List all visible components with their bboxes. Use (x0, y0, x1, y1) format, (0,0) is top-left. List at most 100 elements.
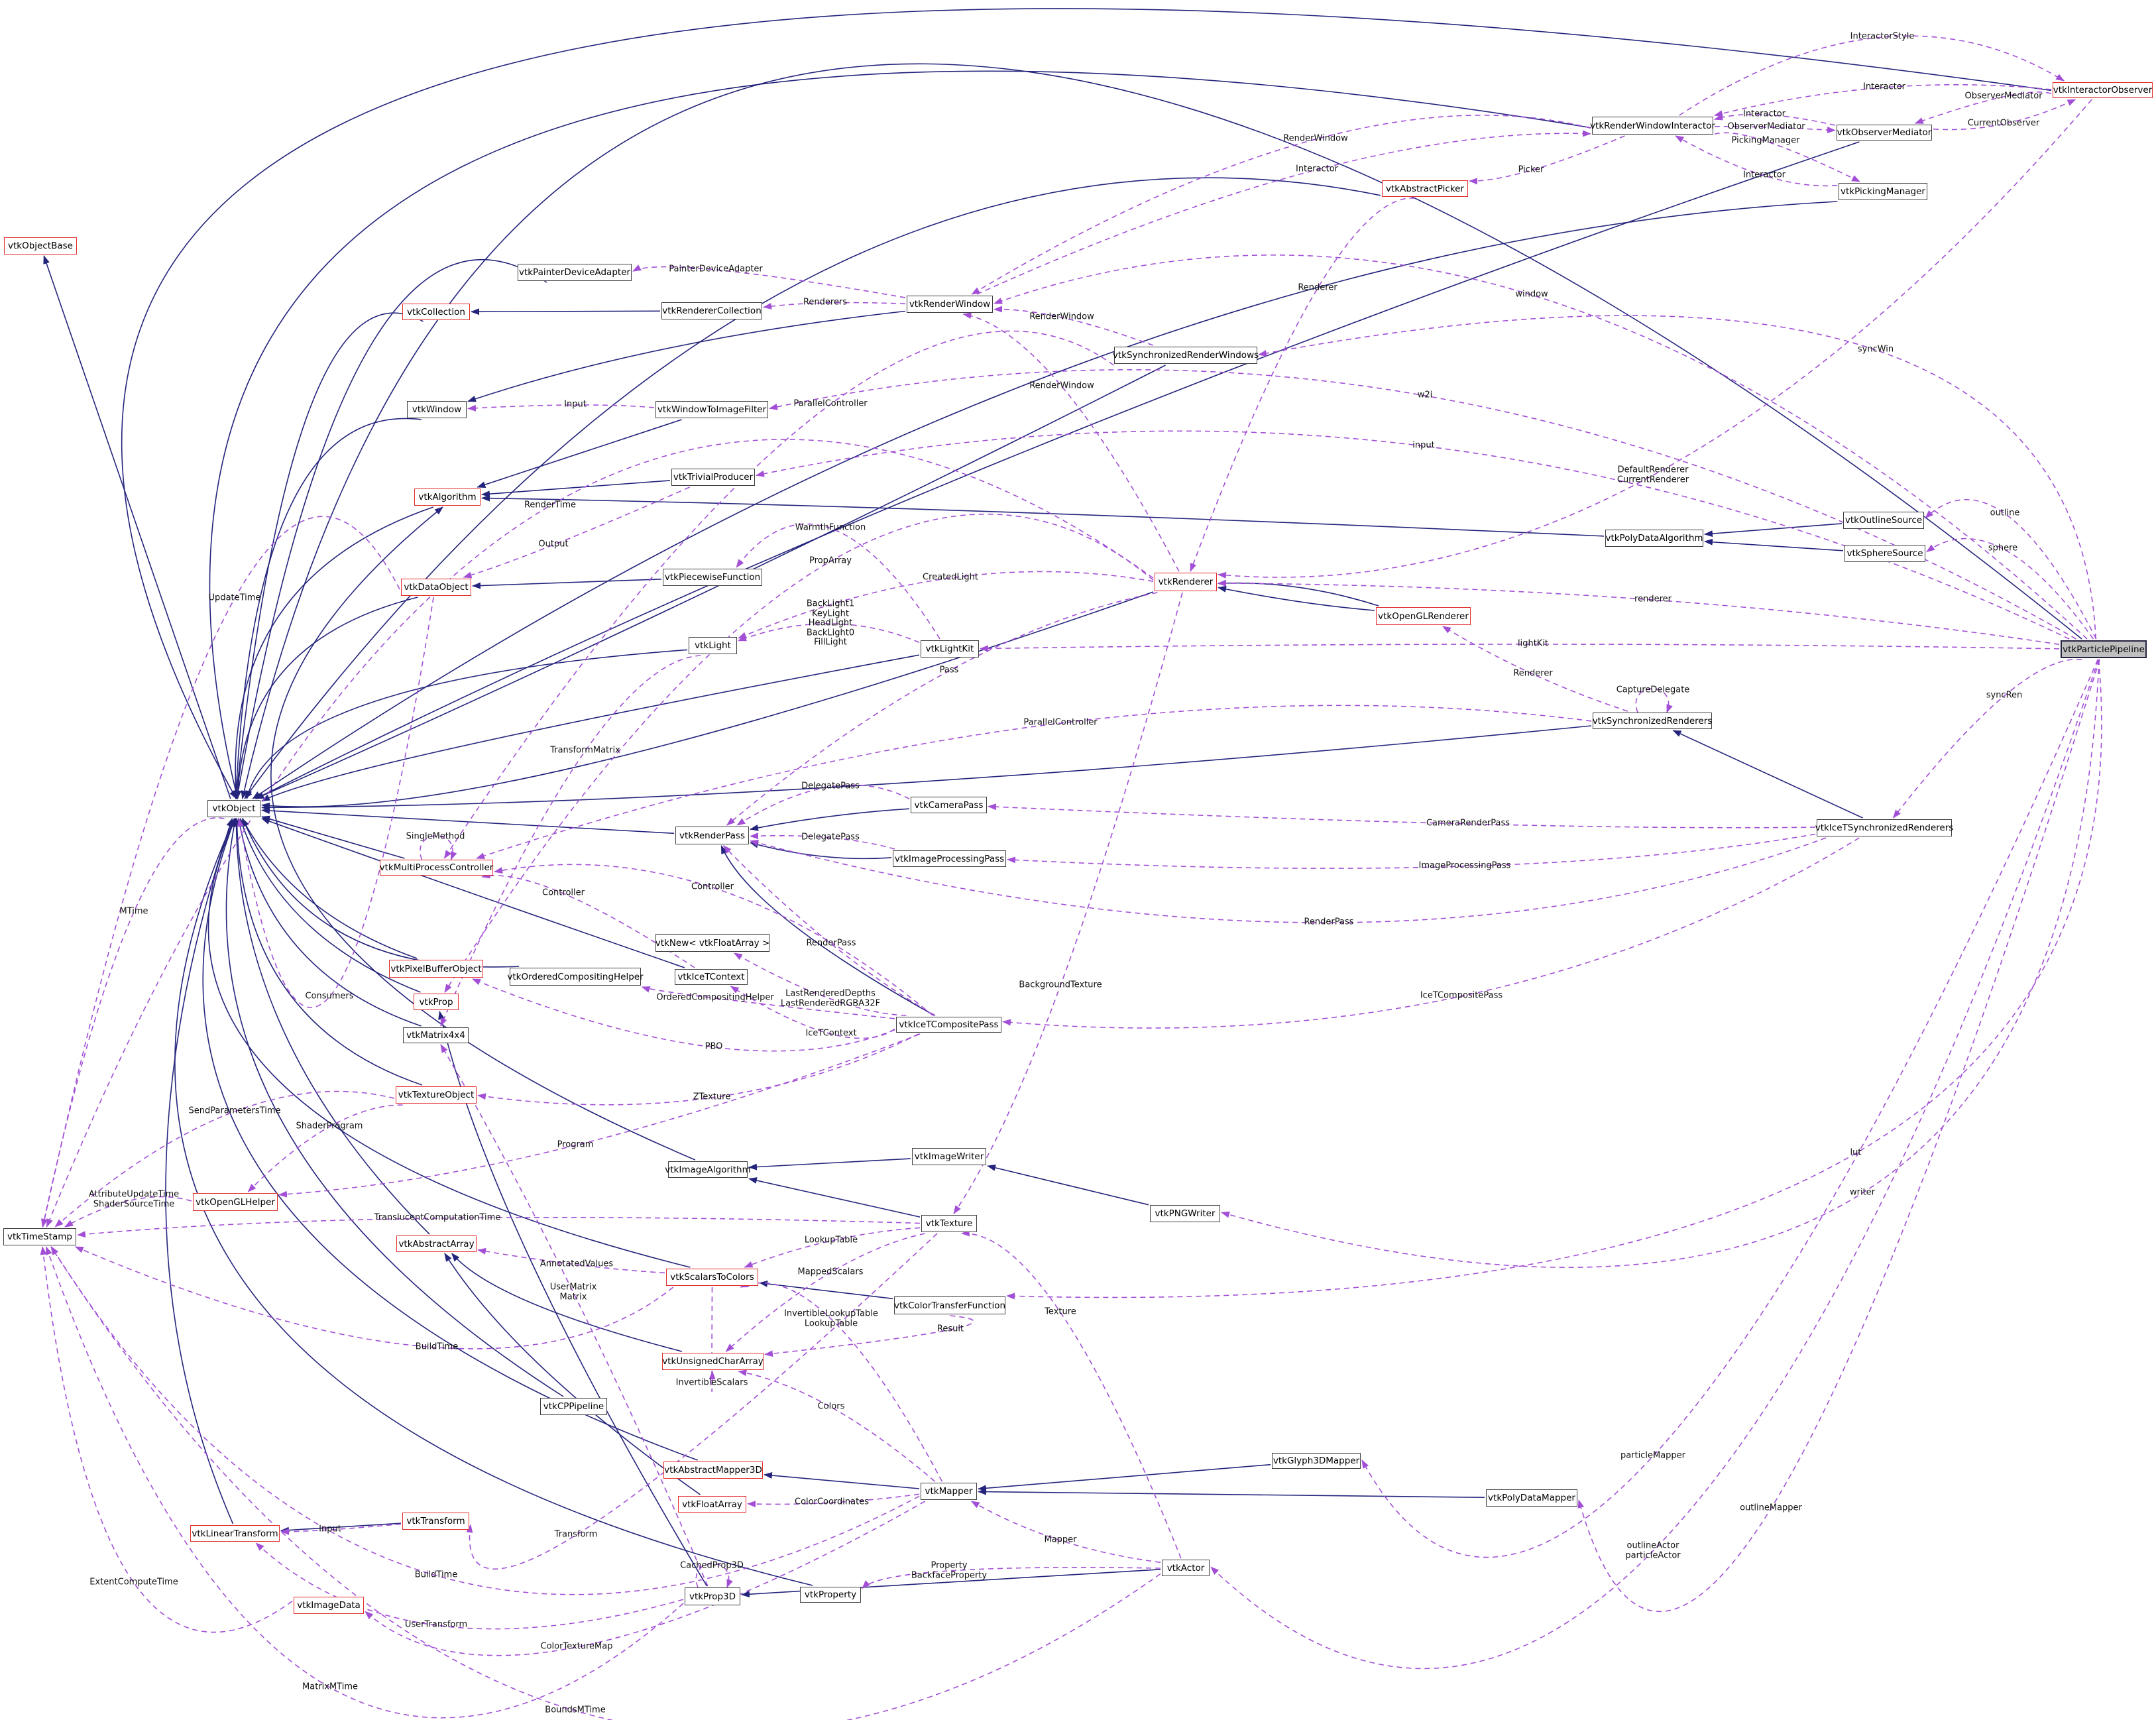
node-vtkSynchronizedRenderers[interactable]: vtkSynchronizedRenderers (1593, 713, 1712, 729)
node-vtkRenderer[interactable]: vtkRenderer (1155, 573, 1217, 591)
node-vtkAbstractMapper3D[interactable]: vtkAbstractMapper3D (663, 1462, 763, 1479)
edge-vtkMatrix4x4-vtkObject (237, 818, 422, 1027)
node-vtkScalarsToColors[interactable]: vtkScalarsToColors (666, 1269, 758, 1286)
edge-vtkMapper-vtkImageData-ColorTextureMap (365, 1501, 926, 1656)
node-vtkGlyph3DMapper[interactable]: vtkGlyph3DMapper (1272, 1453, 1361, 1469)
node-vtkProp3D[interactable]: vtkProp3D (685, 1587, 740, 1605)
edge-vtkRenderWindow-vtkWindow (467, 310, 906, 402)
edge-vtkOpenGLHelper-vtkTimeStamp-AttributeUpdateTime (64, 1196, 192, 1228)
edge-vtkIceTSynchronizedRenderers-vtkCameraPass-CameraRenderPass (988, 803, 1816, 829)
edge-vtkTextureObject-vtkTimeStamp-SendParametersTime (54, 1090, 395, 1228)
edge-vtkLightKit-vtkPiecewiseFunction-WarmthFunction (736, 523, 940, 640)
edge-vtkAbstractArray-vtkObject (233, 818, 430, 1235)
edge-vtkTexture-vtkScalarsToColors-LookupTable (744, 1227, 921, 1268)
node-vtkTexture[interactable]: vtkTexture (921, 1215, 977, 1232)
edge-vtkParticlePipeline-vtkPolyDataMapper-outlineMapper (1577, 659, 2100, 1613)
edge-vtkParticlePipeline-vtkActor-outlineActor (1210, 659, 2100, 1669)
node-vtkRenderPass[interactable]: vtkRenderPass (675, 827, 749, 844)
edge-vtkInteractorObserver-vtkObject (121, 8, 2052, 799)
node-vtkPolyDataAlgorithm[interactable]: vtkPolyDataAlgorithm (1605, 530, 1703, 547)
edge-vtkLightKit-vtkObject (261, 654, 920, 802)
edge-vtkInteractorObserver-vtkRenderWindowInteractor-Interactor (1714, 84, 2052, 117)
node-vtkTextureObject[interactable]: vtkTextureObject (396, 1086, 477, 1104)
edge-vtkTransform-vtkLinearTransform (280, 1522, 402, 1534)
node-vtkIceTCompositePass[interactable]: vtkIceTCompositePass (896, 1017, 1001, 1033)
node-vtkAbstractPicker[interactable]: vtkAbstractPicker (1382, 180, 1468, 197)
edge-vtkProp3D-vtkLinearTransform-UserTransform (255, 1542, 684, 1630)
edge-vtkWindowToImageFilter-vtkAlgorithm (477, 419, 682, 488)
node-vtkTrivialProducer[interactable]: vtkTrivialProducer (671, 469, 755, 486)
node-vtkObjectBase[interactable]: vtkObjectBase (4, 237, 77, 255)
node-vtkImageProcessingPass[interactable]: vtkImageProcessingPass (893, 850, 1006, 867)
node-vtkIceTSynchronizedRenderers[interactable]: vtkIceTSynchronizedRenderers (1815, 819, 1953, 836)
edge-vtkGlyph3DMapper-vtkMapper (978, 1463, 1271, 1492)
node-vtkObserverMediator[interactable]: vtkObserverMediator (1837, 125, 1932, 141)
node-vtkCameraPass[interactable]: vtkCameraPass (911, 797, 987, 813)
node-vtkInteractorObserver[interactable]: vtkInteractorObserver (2053, 82, 2153, 98)
edge-vtkDataObject-vtkObject (234, 597, 418, 799)
node-vtkSphereSource[interactable]: vtkSphereSource (1844, 545, 1925, 562)
node-vtkParticlePipeline[interactable]: vtkParticlePipeline (2061, 640, 2147, 658)
node-vtkPainterDeviceAdapter[interactable]: vtkPainterDeviceAdapter (518, 264, 632, 281)
edge-vtkRenderWindow-vtkRenderWindowInteractor-Interactor (976, 130, 1591, 295)
node-vtkOpenGLHelper[interactable]: vtkOpenGLHelper (193, 1193, 278, 1211)
node-vtkRenderWindowInteractor[interactable]: vtkRenderWindowInteractor (1590, 117, 1715, 135)
node-vtkPickingManager[interactable]: vtkPickingManager (1839, 183, 1927, 200)
node-vtkLinearTransform[interactable]: vtkLinearTransform (190, 1525, 280, 1542)
edge-vtkIceTCompositePass-vtkMultiProcessController-Controller (494, 864, 933, 1016)
node-vtkCollection[interactable]: vtkCollection (402, 304, 470, 320)
edge-vtkScalarsToColors-vtkAbstractArray-AnnotatedValues (477, 1247, 665, 1274)
node-vtkSynchronizedRenderWindows[interactable]: vtkSynchronizedRenderWindows (1113, 347, 1259, 364)
node-vtkImageWriter[interactable]: vtkImageWriter (912, 1148, 986, 1165)
node-vtkAbstractArray[interactable]: vtkAbstractArray (396, 1235, 477, 1252)
node-vtkRenderWindow[interactable]: vtkRenderWindow (907, 296, 993, 313)
edge-vtkInteractorObserver-vtkRenderer-DefaultRenderer (1218, 99, 2092, 579)
edge-vtkPickingManager-vtkRenderWindowInteractor-Interactor (1675, 135, 1838, 187)
node-vtkObject[interactable]: vtkObject (207, 800, 260, 817)
node-vtkTimeStamp[interactable]: vtkTimeStamp (3, 1228, 76, 1245)
node-vtkWindow[interactable]: vtkWindow (407, 401, 467, 418)
node-vtkProperty[interactable]: vtkProperty (800, 1587, 861, 1603)
node-vtkIceTContext[interactable]: vtkIceTContext (675, 969, 748, 985)
node-vtkPNGWriter[interactable]: vtkPNGWriter (1150, 1205, 1220, 1222)
node-vtkPiecewiseFunction[interactable]: vtkPiecewiseFunction (663, 569, 762, 586)
edge-vtkRenderer-vtkRenderPass-Pass (726, 592, 1158, 826)
edge-vtkTextureObject-vtkObject (233, 818, 423, 1086)
node-vtkActor[interactable]: vtkActor (1162, 1560, 1210, 1576)
node-vtkAlgorithm[interactable]: vtkAlgorithm (414, 488, 481, 506)
node-vtkCPPipeline[interactable]: vtkCPPipeline (540, 1398, 607, 1415)
edge-vtkParticlePipeline-vtkPNGWriter-writer (1221, 659, 2100, 1268)
edge-vtkParticlePipeline-vtkColorTransferFunction-lut (1006, 659, 2102, 1300)
node-vtkOrderedCompositingHelper[interactable]: vtkOrderedCompositingHelper (507, 968, 644, 986)
node-vtkDataObject[interactable]: vtkDataObject (401, 579, 471, 596)
edge-vtkTextureObject-vtkOpenGLHelper-ShaderProgram (247, 1104, 403, 1192)
node-vtkOutlineSource[interactable]: vtkOutlineSource (1843, 512, 1924, 529)
node-vtkRendererCollection[interactable]: vtkRendererCollection (661, 302, 762, 319)
node-vtkLightKit[interactable]: vtkLightKit (921, 640, 979, 658)
node-vtkFloatArray[interactable]: vtkFloatArray (678, 1496, 746, 1513)
node-vtkLight[interactable]: vtkLight (689, 637, 737, 654)
edge-vtkMapper-vtkTimeStamp-BuildTime (50, 1246, 920, 1595)
node-vtkProp[interactable]: vtkProp (414, 994, 459, 1010)
edge-vtkRenderWindowInteractor-vtkInteractorObserver-InteractorStyle (1679, 35, 2065, 116)
node-vtkImageData[interactable]: vtkImageData (294, 1597, 364, 1614)
node-vtkPixelBufferObject[interactable]: vtkPixelBufferObject (389, 960, 483, 978)
node-vtkMapper[interactable]: vtkMapper (921, 1483, 977, 1500)
node-vtkTransform[interactable]: vtkTransform (402, 1513, 469, 1530)
node-vtkMatrix4x4[interactable]: vtkMatrix4x4 (403, 1027, 469, 1043)
node-vtkPolyDataMapper[interactable]: vtkPolyDataMapper (1486, 1489, 1577, 1507)
node-vtkMultiProcessController[interactable]: vtkMultiProcessController (380, 860, 493, 876)
edge-vtkActor-vtkMapper-Mapper (970, 1501, 1161, 1563)
node-vtkImageAlgorithm[interactable]: vtkImageAlgorithm (665, 1161, 751, 1178)
node-vtkOpenGLRenderer[interactable]: vtkOpenGLRenderer (1376, 607, 1471, 625)
edge-vtkActor-vtkTexture-Texture (960, 1230, 1182, 1559)
node-vtkNewFloatArray[interactable]: vtkNew< vtkFloatArray > (655, 934, 769, 952)
node-vtkUnsignedCharArray[interactable]: vtkUnsignedCharArray (662, 1353, 764, 1370)
edge-vtkRenderer-vtkProp-PropArray (444, 513, 1154, 993)
edge-vtkPolyDataAlgorithm-vtkAlgorithm (481, 494, 1605, 537)
node-vtkWindowToImageFilter[interactable]: vtkWindowToImageFilter (655, 401, 768, 418)
edge-vtkParticlePipeline-vtkGlyph3DMapper-particleMapper (1361, 659, 2099, 1558)
edge-vtkPNGWriter-vtkImageWriter (987, 1164, 1149, 1206)
node-vtkColorTransferFunction[interactable]: vtkColorTransferFunction (894, 1296, 1005, 1314)
